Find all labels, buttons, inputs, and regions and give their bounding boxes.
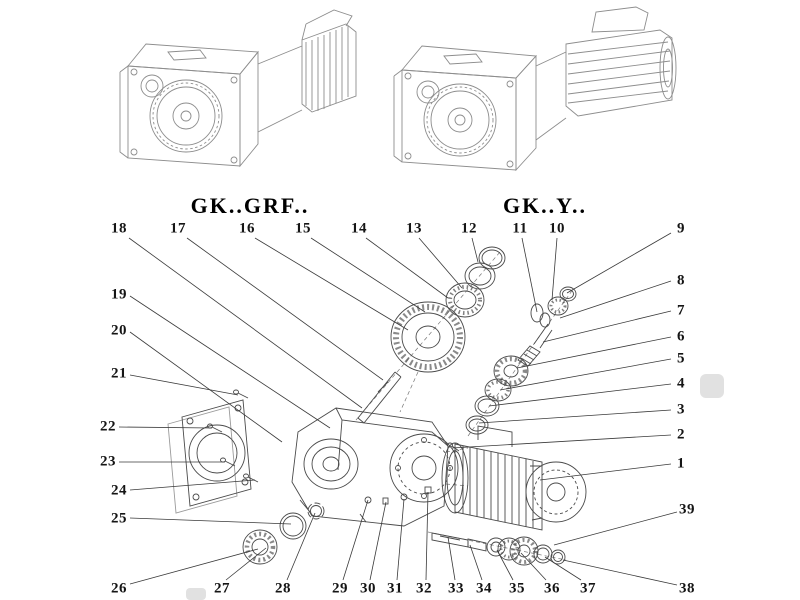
part-number-32: 32 bbox=[416, 580, 432, 597]
part-number-22: 22 bbox=[100, 418, 116, 435]
part-number-12: 12 bbox=[461, 220, 477, 237]
watermark bbox=[186, 374, 724, 600]
part-number-37: 37 bbox=[580, 580, 596, 597]
part-number-10: 10 bbox=[549, 220, 565, 237]
part-number-20: 20 bbox=[111, 322, 127, 339]
part-number-17: 17 bbox=[170, 220, 186, 237]
part-number-8: 8 bbox=[677, 272, 685, 289]
part-number-18: 18 bbox=[111, 220, 127, 237]
part-number-25: 25 bbox=[111, 510, 127, 527]
part-number-38: 38 bbox=[679, 580, 695, 597]
part-number-1: 1 bbox=[677, 455, 685, 472]
exploded-view bbox=[167, 246, 587, 566]
part-number-21: 21 bbox=[111, 365, 127, 382]
part-number-27: 27 bbox=[214, 580, 230, 597]
part-number-13: 13 bbox=[406, 220, 422, 237]
main-gear-part bbox=[390, 301, 466, 373]
part-number-31: 31 bbox=[387, 580, 403, 597]
part-number-6: 6 bbox=[677, 328, 685, 345]
part-number-33: 33 bbox=[448, 580, 464, 597]
part-number-30: 30 bbox=[360, 580, 376, 597]
input-shaft-cluster bbox=[465, 286, 577, 435]
part-number-14: 14 bbox=[351, 220, 367, 237]
part-number-15: 15 bbox=[295, 220, 311, 237]
seal-ring-parts bbox=[464, 246, 506, 290]
part-number-7: 7 bbox=[677, 302, 685, 319]
part-number-28: 28 bbox=[275, 580, 291, 597]
part-number-24: 24 bbox=[111, 482, 127, 499]
gky-assembled-drawing bbox=[393, 6, 677, 172]
part-number-2: 2 bbox=[677, 426, 685, 443]
lower-ring-parts bbox=[242, 502, 325, 565]
model-title-gky: GK..Y.. bbox=[502, 193, 588, 218]
output-shaft-part bbox=[357, 371, 402, 424]
part-number-5: 5 bbox=[677, 350, 685, 367]
part-number-26: 26 bbox=[111, 580, 127, 597]
output-small-parts bbox=[431, 532, 566, 566]
part-number-19: 19 bbox=[111, 286, 127, 303]
model-title-gkgrf: GK..GRF.. bbox=[190, 193, 310, 218]
part-number-23: 23 bbox=[100, 453, 116, 470]
part-number-3: 3 bbox=[677, 401, 685, 418]
part-number-16: 16 bbox=[239, 220, 255, 237]
bolt-parts bbox=[207, 389, 259, 483]
part-number-4: 4 bbox=[677, 375, 685, 392]
part-number-9: 9 bbox=[677, 220, 685, 237]
bearing-part-13 bbox=[445, 282, 485, 318]
mounting-flange-part bbox=[167, 399, 252, 514]
motor-part bbox=[441, 425, 587, 531]
part-number-35: 35 bbox=[509, 580, 525, 597]
part-number-11: 11 bbox=[512, 220, 528, 237]
part-number-39: 39 bbox=[679, 501, 695, 518]
part-number-29: 29 bbox=[332, 580, 348, 597]
part-number-36: 36 bbox=[544, 580, 560, 597]
gear-housing-part bbox=[291, 407, 459, 527]
part-number-34: 34 bbox=[476, 580, 492, 597]
gkgrf-assembled-drawing bbox=[119, 9, 357, 168]
leader-lines bbox=[118, 232, 678, 586]
